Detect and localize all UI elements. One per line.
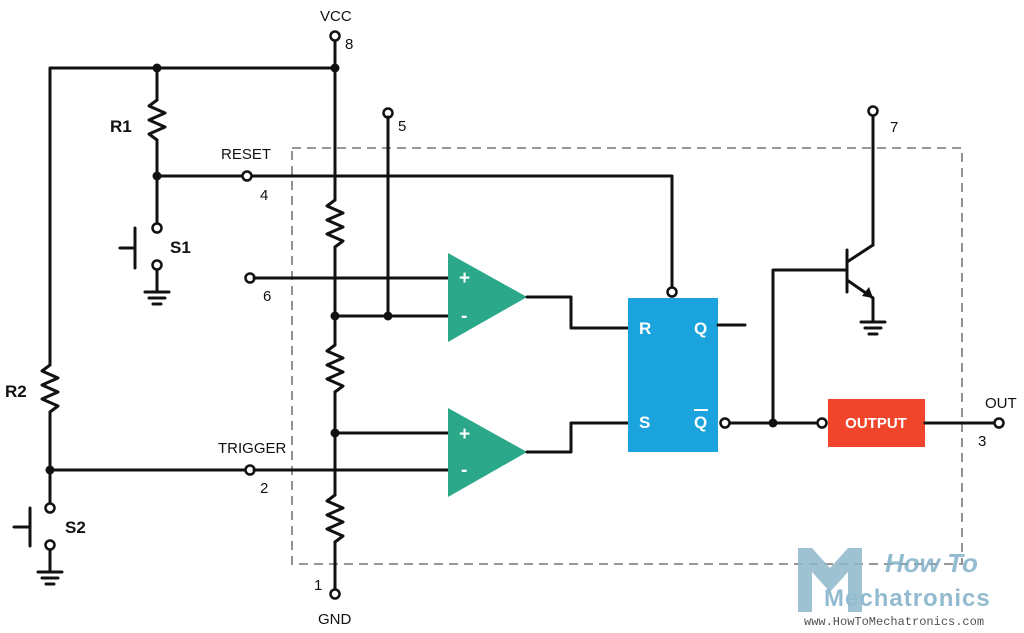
terminal-pin4 bbox=[241, 170, 253, 182]
label-r2: R2 bbox=[5, 382, 27, 401]
pin-6: 6 bbox=[263, 288, 271, 305]
comp-lower-minus: - bbox=[461, 460, 467, 481]
resistor-r2 bbox=[40, 363, 60, 414]
ic-boundary bbox=[291, 147, 963, 565]
label-reset: RESET bbox=[221, 146, 271, 163]
watermark-line3: www.HowToMechatronics.com bbox=[804, 615, 984, 629]
resistor-r1 bbox=[147, 98, 167, 142]
divider-resistor-mid bbox=[325, 343, 345, 394]
watermark-m-icon bbox=[798, 548, 862, 612]
ff-label-qbar: Q bbox=[694, 413, 707, 432]
watermark-line1: How To bbox=[885, 548, 978, 578]
label-vcc: VCC bbox=[320, 8, 352, 25]
ff-label-s: S bbox=[639, 413, 650, 432]
pin-4: 4 bbox=[260, 187, 268, 204]
sr-flipflop bbox=[628, 298, 718, 452]
label-s2: S2 bbox=[65, 518, 86, 537]
pin-2: 2 bbox=[260, 480, 268, 497]
reset-wire bbox=[248, 174, 674, 290]
comparator-upper bbox=[448, 253, 527, 342]
ff-label-q: Q bbox=[694, 319, 707, 338]
comparator-lower bbox=[448, 408, 527, 497]
label-gnd: GND bbox=[318, 611, 352, 628]
label-r1: R1 bbox=[110, 117, 132, 136]
output-stage-label: OUTPUT bbox=[845, 415, 907, 432]
pin-8: 8 bbox=[345, 36, 353, 53]
pin-7: 7 bbox=[890, 119, 898, 136]
s2-terminal-top bbox=[44, 502, 56, 514]
pin-3: 3 bbox=[978, 433, 986, 450]
label-s1: S1 bbox=[170, 238, 191, 257]
label-trigger: TRIGGER bbox=[218, 440, 287, 457]
divider-resistor-top bbox=[325, 198, 345, 249]
s2-terminal-bottom bbox=[44, 539, 56, 551]
top-left-wire bbox=[48, 66, 337, 367]
comp-upper-minus: - bbox=[461, 306, 467, 327]
ff-reset-input bbox=[666, 286, 678, 298]
comp-upper-plus: + bbox=[459, 268, 470, 289]
ff-label-r: R bbox=[639, 319, 651, 338]
s1-terminal-bottom bbox=[151, 259, 163, 271]
terminal-pin1-gnd bbox=[329, 588, 341, 600]
terminal-pin3-out bbox=[993, 417, 1005, 429]
label-out: OUT bbox=[985, 395, 1017, 412]
divider-resistor-bottom bbox=[325, 493, 345, 544]
watermark-logo: How To Mechatronics www.HowToMechatronic… bbox=[798, 548, 991, 629]
output-stage bbox=[828, 399, 925, 447]
watermark-line2: Mechatronics bbox=[824, 585, 991, 612]
comp-lower-plus: + bbox=[459, 424, 470, 445]
junction-vcc bbox=[330, 63, 340, 73]
s1-terminal-top bbox=[151, 222, 163, 234]
pin-1: 1 bbox=[314, 577, 322, 594]
pin-5: 5 bbox=[398, 118, 406, 135]
terminal-pin8-vcc bbox=[329, 30, 341, 42]
terminal-pin7 bbox=[867, 105, 879, 117]
